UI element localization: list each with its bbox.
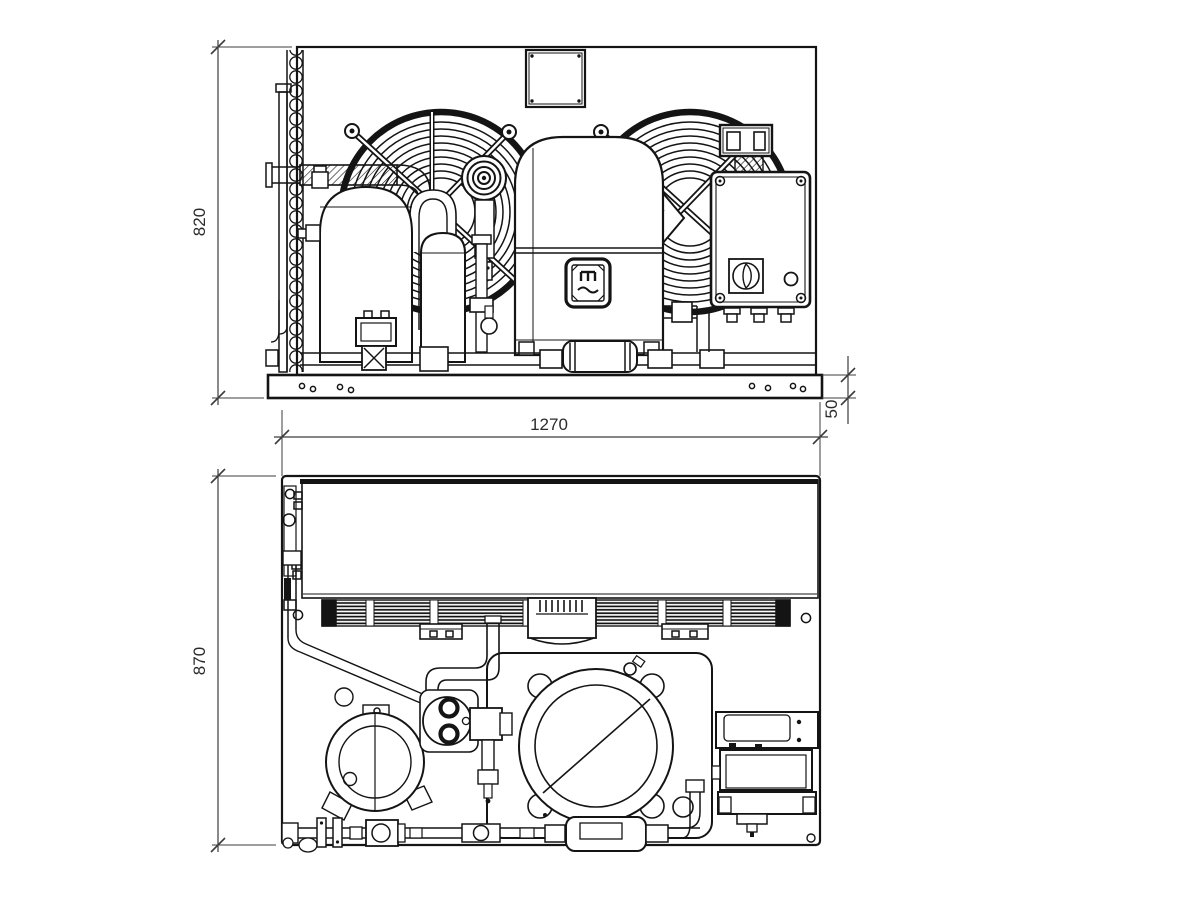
condenser-coil <box>265 50 304 373</box>
junction-box <box>524 48 587 109</box>
indicator-light-icon <box>783 271 799 287</box>
sight-glass-icon <box>461 823 501 843</box>
rotalock-valve-plan <box>419 689 513 804</box>
dim-870-label: 870 <box>190 647 209 675</box>
compressor <box>513 135 665 357</box>
receiver-valve-icon <box>361 345 387 371</box>
discharge-piping-plan <box>282 550 502 708</box>
dim-820-label: 820 <box>190 208 209 236</box>
condenser-block-plan <box>300 479 819 599</box>
compressor-plan <box>518 654 694 824</box>
dim-50-label: 50 <box>822 400 841 419</box>
condenser-fin-strip <box>321 597 791 645</box>
dim-1270: 1270 <box>274 402 828 476</box>
pipe-clamp-icon <box>316 817 343 848</box>
dim-50: 50 <box>822 356 856 424</box>
corner-screw-icons <box>714 175 807 304</box>
receiver-tank <box>297 165 413 363</box>
liquid-pipe-run <box>300 301 815 373</box>
plan-view <box>280 474 822 853</box>
fan-terminal-box <box>718 123 774 177</box>
dim-820: 820 <box>190 39 292 406</box>
filter-drier-plan <box>544 816 669 852</box>
dim-1270-label: 1270 <box>530 415 568 434</box>
dim-870: 870 <box>190 468 276 853</box>
electrical-box-plan <box>711 711 819 837</box>
filter-drier <box>562 340 638 373</box>
auxiliary-cylinder <box>420 231 498 363</box>
plan-pipe-run <box>281 779 816 853</box>
base-rail <box>266 373 824 400</box>
badge-marks <box>577 270 599 294</box>
compressor-brand-badge <box>564 257 612 309</box>
electrical-box <box>709 170 812 323</box>
dimension-annotations: 820 50 1270 870 <box>190 39 856 853</box>
front-view <box>265 45 824 400</box>
rotary-switch-icon <box>728 258 764 294</box>
plan-frame <box>280 474 822 847</box>
fan-motor-mount-plan <box>527 597 597 645</box>
solenoid-valve-icon <box>355 310 397 347</box>
shutoff-valve-icon <box>365 819 406 847</box>
cable-glands <box>723 307 795 323</box>
receiver-plan <box>321 687 433 821</box>
